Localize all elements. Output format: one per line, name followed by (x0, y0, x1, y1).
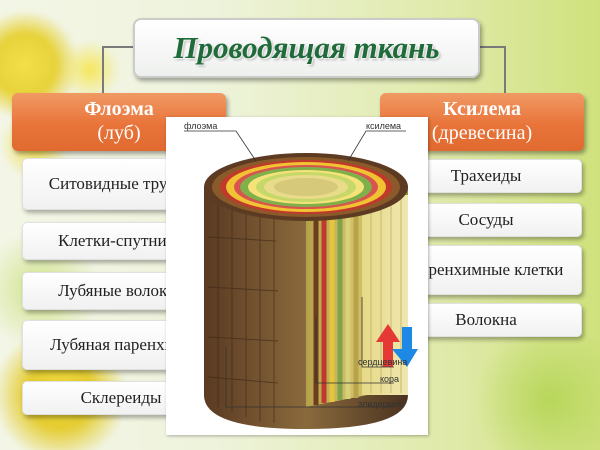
transport-arrows (376, 324, 418, 367)
flower-decoration (60, 40, 120, 100)
phloem-title: Флоэма (84, 98, 154, 120)
leaf-decoration (470, 330, 600, 450)
connector-line (102, 46, 104, 94)
xylem-subtitle: (древесина) (431, 122, 533, 144)
connector-line (476, 46, 506, 48)
stem-cross-section-illustration (184, 130, 418, 429)
page-title: Проводящая ткань (173, 30, 440, 65)
title-box: Проводящая ткань (133, 18, 480, 78)
xylem-title: Ксилема (443, 98, 521, 120)
label-xylem: ксилема (366, 121, 402, 131)
connector-line (102, 46, 134, 48)
phloem-subtitle: (луб) (97, 122, 141, 144)
label-epidermis: эпидермис (358, 399, 404, 409)
label-cortex: кора (380, 374, 400, 384)
label-phloem: флоэма (184, 121, 218, 131)
connector-line (504, 46, 506, 94)
label-pith: сердцевина (358, 357, 408, 367)
stem-diagram: флоэма ксилема сердцевина кора эпидермис (166, 117, 428, 435)
